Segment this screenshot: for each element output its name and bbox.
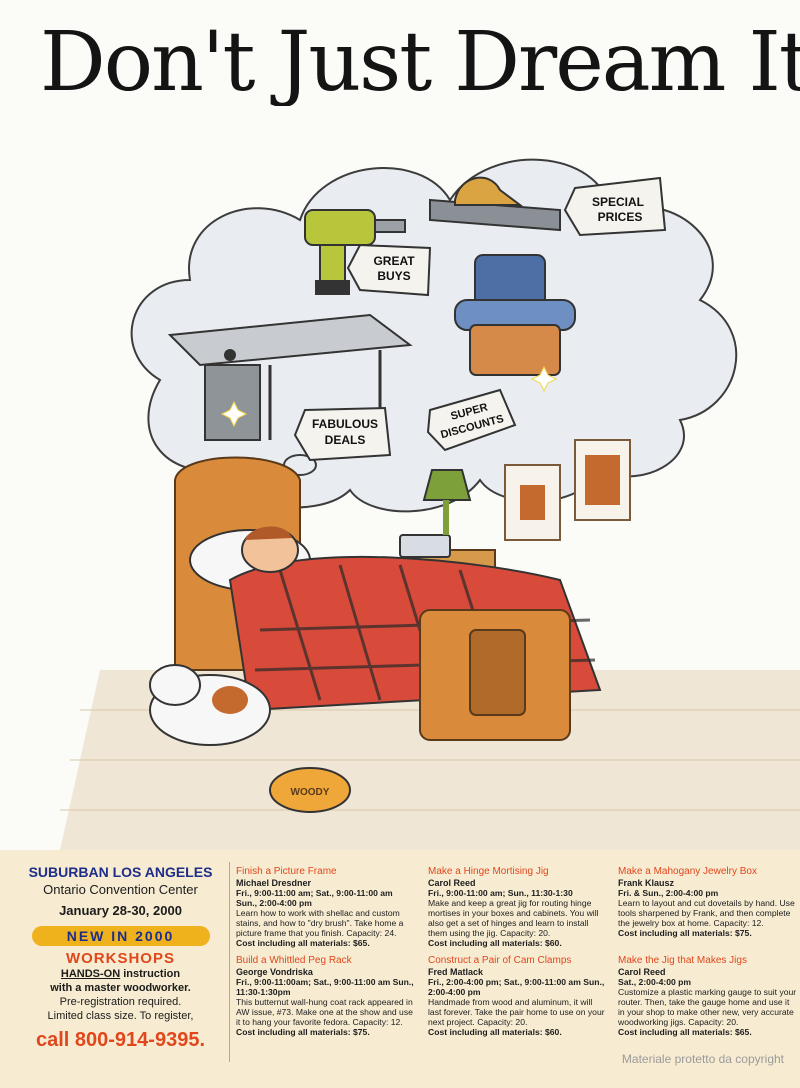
bowl-label: WOODY bbox=[291, 787, 330, 798]
tag-special-prices: SPECIAL PRICES bbox=[563, 176, 667, 237]
new-badge: NEW IN 2000 bbox=[31, 926, 210, 946]
course-cost: Cost including all materials: $65. bbox=[236, 938, 370, 948]
handson-line: HANDS-ON instruction bbox=[18, 967, 223, 981]
sparkle-icon bbox=[220, 365, 558, 428]
tag-fabulous-deals-line1: FABULOUS bbox=[312, 417, 378, 431]
course-schedule: Fri. & Sun., 2:00-4:00 pm bbox=[618, 888, 719, 898]
course-title: Make a Hinge Mortising Jig bbox=[428, 866, 549, 877]
table-saw-icon bbox=[167, 313, 413, 441]
tag-special-prices-line2: PRICES bbox=[598, 210, 643, 224]
course-title: Make the Jig that Makes Jigs bbox=[618, 955, 747, 966]
sleeping-man-icon bbox=[241, 526, 299, 573]
handson-rest: instruction bbox=[120, 968, 181, 980]
handson-word: HANDS-ON bbox=[60, 968, 121, 980]
course-instructor: George Vondriska bbox=[236, 967, 313, 977]
course-description: Handmade from wood and aluminum, it will… bbox=[428, 997, 605, 1027]
dog-icon bbox=[149, 664, 271, 746]
event-dates: January 28-30, 2000 bbox=[59, 903, 182, 918]
divider bbox=[229, 862, 230, 1062]
course-card: Make a Hinge Mortising Jig Carol Reed Fr… bbox=[428, 866, 608, 948]
course-title: Build a Whittled Peg Rack bbox=[236, 955, 352, 966]
venue: Ontario Convention Center bbox=[43, 882, 198, 897]
course-instructor: Michael Dresdner bbox=[236, 878, 312, 888]
course-description: Make and keep a great jig for routing hi… bbox=[428, 898, 599, 938]
dog-bowl-icon: WOODY bbox=[269, 767, 351, 813]
headline: Don't Just Dream It… bbox=[40, 20, 800, 107]
course-instructor: Carol Reed bbox=[618, 967, 666, 977]
chair-picture-icon bbox=[504, 464, 561, 541]
tag-great-buys-line1: GREAT bbox=[373, 254, 415, 268]
course-instructor: Fred Matlack bbox=[428, 967, 484, 977]
course-description: This butternut wall-hung coat rack appea… bbox=[236, 997, 413, 1027]
course-instructor: Carol Reed bbox=[428, 878, 476, 888]
course-schedule: Fri., 9:00-11:00 am; Sat., 9:00-11:00 am… bbox=[236, 888, 393, 908]
course-cost: Cost including all materials: $60. bbox=[428, 938, 562, 948]
course-cost: Cost including all materials: $60. bbox=[428, 1027, 562, 1037]
lamp-icon bbox=[422, 469, 472, 535]
course-card: Make the Jig that Makes Jigs Carol Reed … bbox=[618, 955, 798, 1037]
course-description: Learn to layout and cut dovetails by han… bbox=[618, 898, 795, 928]
course-card: Construct a Pair of Cam Clamps Fred Matl… bbox=[428, 955, 608, 1037]
prereg-line: Pre-registration required. bbox=[59, 996, 182, 1008]
course-description: Customize a plastic marking gauge to sui… bbox=[618, 987, 797, 1027]
master-line: with a master woodworker. bbox=[50, 982, 191, 994]
course-schedule: Fri., 9:00-11:00 am; Sun., 11:30-1:30 bbox=[428, 888, 573, 898]
course-description: Learn how to work with shellac and custo… bbox=[236, 908, 404, 938]
course-title: Finish a Picture Frame bbox=[236, 866, 337, 877]
course-cost: Cost including all materials: $65. bbox=[618, 1027, 752, 1037]
workshops-label: WORKSHOPS bbox=[65, 950, 175, 967]
event-info: SUBURBAN LOS ANGELES Ontario Convention … bbox=[18, 858, 223, 1052]
tag-special-prices-line1: SPECIAL bbox=[592, 195, 644, 209]
course-cost: Cost including all materials: $75. bbox=[236, 1027, 370, 1037]
limited-line: Limited class size. To register, bbox=[47, 1010, 194, 1022]
copyright-watermark: Materiale protetto da copyright bbox=[621, 1052, 784, 1066]
course-title: Construct a Pair of Cam Clamps bbox=[428, 955, 572, 966]
course-schedule: Fri., 9:00-11:00am; Sat., 9:00-11:00 am … bbox=[236, 977, 414, 997]
router-icon bbox=[454, 254, 576, 376]
illustration: SPECIAL PRICES GREAT BUYS FABULOUS DEALS… bbox=[60, 158, 800, 850]
tag-great-buys-line2: BUYS bbox=[377, 269, 410, 283]
tag-great-buys: GREAT BUYS bbox=[346, 243, 432, 297]
course-card: Build a Whittled Peg Rack George Vondris… bbox=[236, 955, 416, 1037]
hand-plane-icon bbox=[429, 176, 561, 232]
tag-fabulous-deals: FABULOUS DEALS bbox=[293, 406, 392, 462]
course-cost: Cost including all materials: $75. bbox=[618, 928, 752, 938]
course-instructor: Frank Klausz bbox=[618, 878, 675, 888]
workshop-panel: SUBURBAN LOS ANGELES Ontario Convention … bbox=[0, 850, 800, 1088]
drill-icon bbox=[304, 209, 406, 295]
tag-fabulous-deals-line2: DEALS bbox=[325, 433, 366, 447]
course-card: Make a Mahogany Jewelry Box Frank Klausz… bbox=[618, 866, 798, 938]
course-schedule: Sat., 2:00-4:00 pm bbox=[618, 977, 692, 987]
course-title: Make a Mahogany Jewelry Box bbox=[618, 866, 757, 877]
call-phone: call 800-914-9395. bbox=[35, 1029, 206, 1051]
bed-icon bbox=[174, 456, 602, 741]
location-title: SUBURBAN LOS ANGELES bbox=[28, 864, 213, 880]
course-schedule: Fri., 2:00-4:00 pm; Sat., 9:00-11:00 am … bbox=[428, 977, 605, 997]
thought-cloud bbox=[130, 158, 738, 513]
cabinet-picture-icon bbox=[574, 439, 631, 521]
course-card: Finish a Picture Frame Michael Dresdner … bbox=[236, 866, 416, 948]
